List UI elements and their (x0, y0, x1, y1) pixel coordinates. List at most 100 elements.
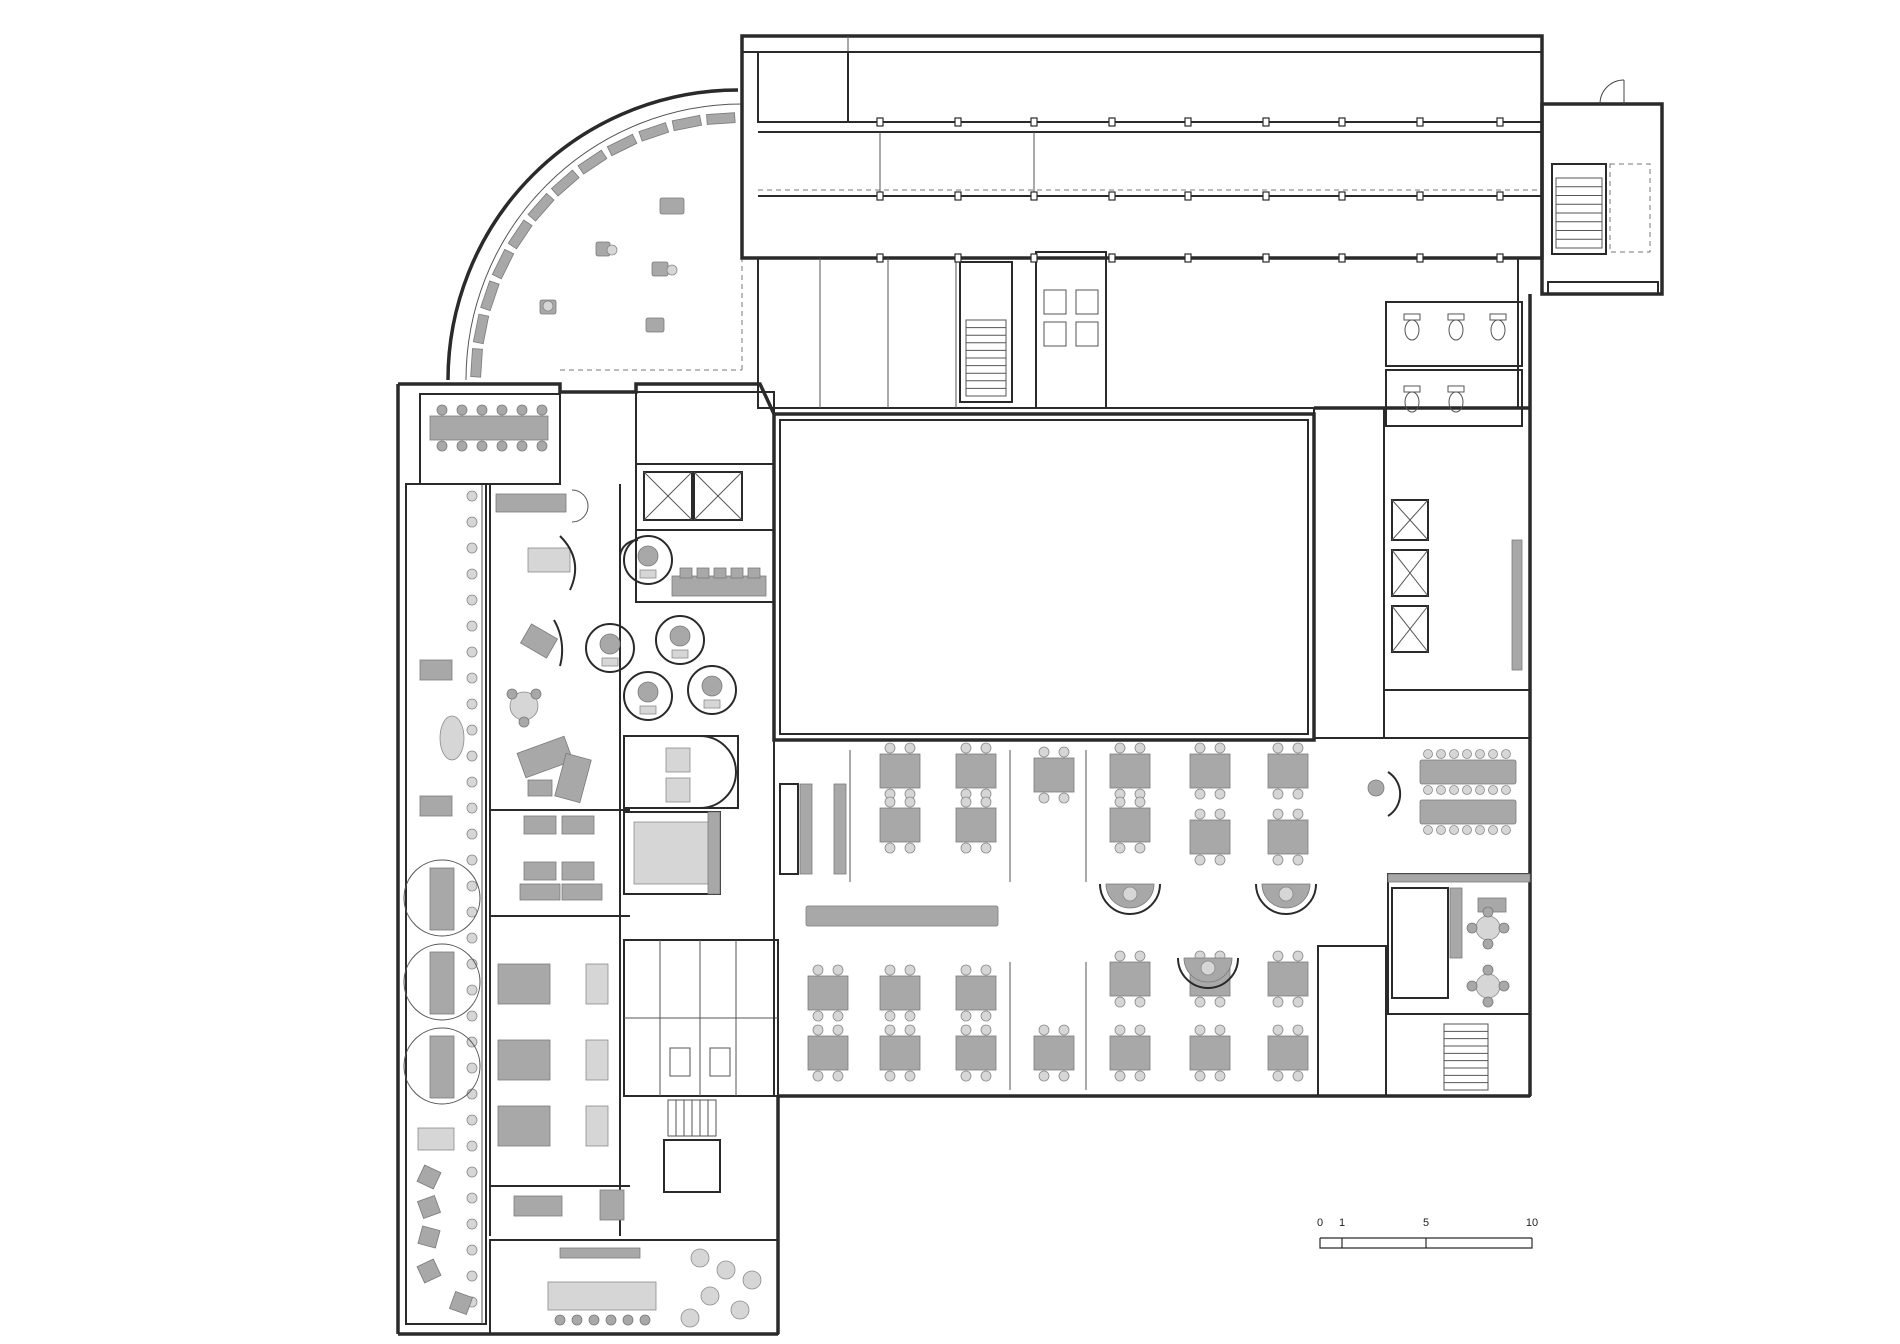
chair (1449, 825, 1459, 835)
plant (700, 1286, 720, 1306)
plant (466, 1218, 478, 1230)
column (1496, 191, 1504, 201)
chair (1038, 746, 1050, 758)
chair (536, 440, 548, 452)
chair (1272, 996, 1284, 1008)
chair (1194, 742, 1206, 754)
chair (1466, 922, 1478, 934)
plant (716, 1260, 736, 1280)
chair (1134, 742, 1146, 754)
pod-shell (655, 615, 705, 665)
planter-box (472, 313, 490, 345)
pod-seat (601, 657, 619, 667)
plant (466, 646, 478, 658)
plant (466, 568, 478, 580)
plant (466, 1244, 478, 1256)
stool (622, 1314, 634, 1326)
chair (1436, 825, 1446, 835)
column (1338, 253, 1346, 263)
chair (1272, 808, 1284, 820)
terrace-dining-tables (403, 859, 481, 1105)
planter-box (606, 133, 638, 157)
seat (730, 567, 744, 579)
column (1108, 253, 1116, 263)
chair (1194, 1024, 1206, 1036)
chair (904, 742, 916, 754)
chair (1194, 788, 1206, 800)
plant (466, 802, 478, 814)
chair (884, 796, 896, 808)
chair (1134, 950, 1146, 962)
column (876, 253, 884, 263)
chair (1114, 742, 1126, 754)
chair (1214, 1024, 1226, 1036)
chair (1292, 950, 1304, 962)
column (1184, 191, 1192, 201)
scale-label-0: 0 (1317, 1217, 1323, 1229)
north-columns (876, 117, 1504, 263)
chair (1423, 749, 1433, 759)
column (1338, 191, 1346, 201)
east-dining-chairs (1466, 906, 1510, 1008)
north-stair (965, 319, 1007, 397)
pod-shell (623, 671, 673, 721)
desk-pair (955, 1035, 997, 1071)
chair (1038, 792, 1050, 804)
chair (832, 1070, 844, 1082)
booth-table (1122, 886, 1138, 902)
chair (1272, 1024, 1284, 1036)
chair (1449, 749, 1459, 759)
pod-table (669, 625, 691, 647)
chair (1134, 1070, 1146, 1082)
desk-pair (1267, 1035, 1309, 1071)
chair (1038, 1024, 1050, 1036)
plant (466, 880, 478, 892)
column (1416, 253, 1424, 263)
chair (960, 796, 972, 808)
chair (1272, 950, 1284, 962)
chair (1292, 1070, 1304, 1082)
desk-pair (1033, 757, 1075, 793)
stool (588, 1314, 600, 1326)
column (954, 117, 962, 127)
chair (1449, 785, 1459, 795)
wc-tank (1403, 313, 1421, 321)
meeting-room-chairs (436, 404, 548, 452)
planter-box (470, 348, 483, 378)
desk-pair (879, 753, 921, 789)
desk-pair (879, 1035, 921, 1071)
chair (1114, 842, 1126, 854)
terrace-seating (539, 197, 685, 333)
chair (884, 1024, 896, 1036)
chair (1292, 1024, 1304, 1036)
seat (747, 567, 761, 579)
plant (466, 594, 478, 606)
chair (832, 1024, 844, 1036)
chair (456, 404, 468, 416)
lounge-sofa (516, 735, 592, 804)
chair (1488, 749, 1498, 759)
desk-pair (1189, 819, 1231, 855)
chair (1498, 980, 1510, 992)
booth-shell (1255, 883, 1317, 915)
chair (1423, 825, 1433, 835)
chair (1134, 1024, 1146, 1036)
pod-shell (687, 665, 737, 715)
chair (812, 1070, 824, 1082)
desk-pair (1109, 753, 1151, 789)
chair (1462, 825, 1472, 835)
plant (466, 1140, 478, 1152)
chair (832, 964, 844, 976)
chair (904, 842, 916, 854)
chair (1058, 792, 1070, 804)
chair (516, 404, 528, 416)
chair (1058, 1024, 1070, 1036)
chair (960, 964, 972, 976)
plant (466, 984, 478, 996)
plant (466, 1010, 478, 1022)
wc (1448, 319, 1464, 341)
desk-pair (1033, 1035, 1075, 1071)
column (1184, 253, 1192, 263)
chair (1498, 922, 1510, 934)
